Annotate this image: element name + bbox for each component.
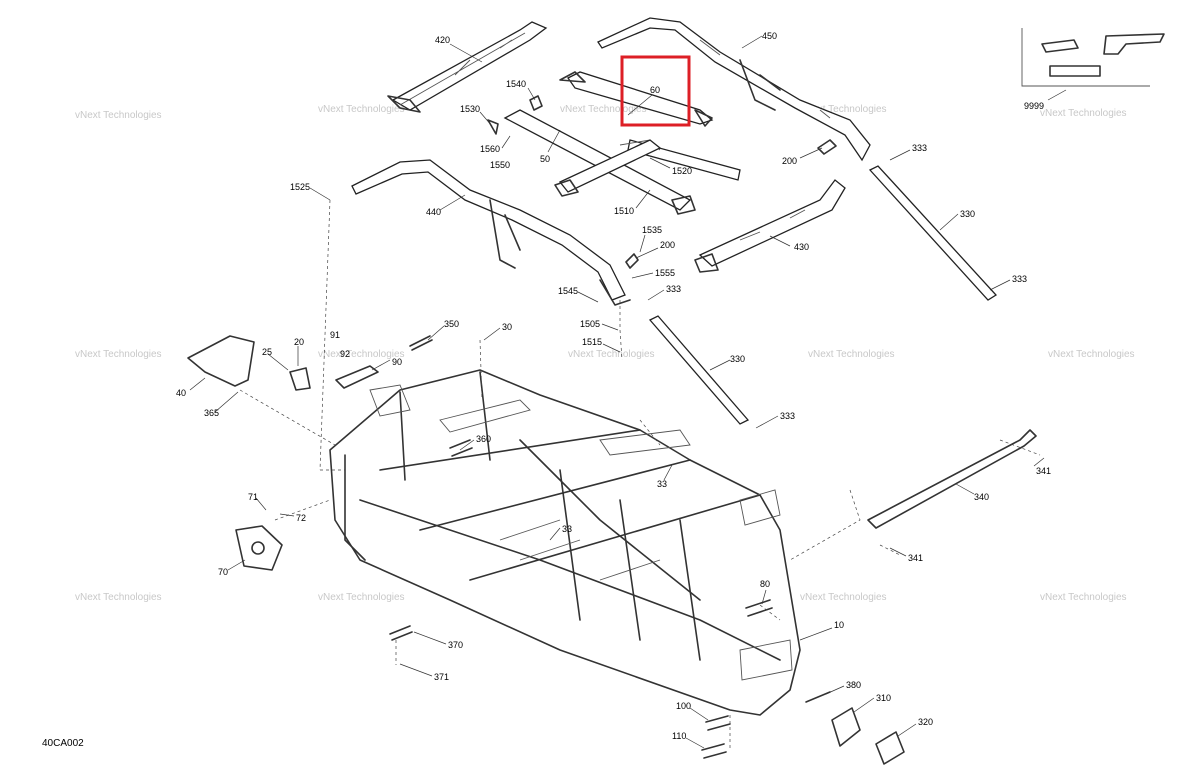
part-label-370[interactable]: 370 bbox=[448, 640, 463, 650]
part-label-450[interactable]: 450 bbox=[762, 31, 777, 41]
part-label-25[interactable]: 25 bbox=[262, 347, 272, 357]
watermark: vNext Technologies bbox=[318, 104, 405, 115]
watermark: vNext Technologies bbox=[1040, 108, 1127, 119]
part-label-333[interactable]: 333 bbox=[912, 143, 927, 153]
part-label-92[interactable]: 92 bbox=[340, 349, 350, 359]
small-parts bbox=[187, 95, 1037, 765]
watermark: vNext Technologies bbox=[1040, 592, 1127, 603]
leader-lines bbox=[189, 35, 1045, 749]
watermark: vNext Technologies bbox=[75, 349, 162, 360]
rollbar-440-drawing bbox=[351, 159, 631, 306]
part-label-70[interactable]: 70 bbox=[218, 567, 228, 577]
part-label-420[interactable]: 420 bbox=[435, 35, 450, 45]
part-labels: 420 450 60 1540 1530 1560 1550 50 1520 1… bbox=[176, 31, 1051, 741]
part-label-1555[interactable]: 1555 bbox=[655, 268, 675, 278]
watermarks: vNext Technologies vNext Technologies vN… bbox=[75, 104, 1135, 603]
watermark: vNext Technologies bbox=[560, 104, 647, 115]
part-label-1525[interactable]: 1525 bbox=[290, 182, 310, 192]
part-label-1560[interactable]: 1560 bbox=[480, 144, 500, 154]
part-label-430[interactable]: 430 bbox=[794, 242, 809, 252]
part-label-341[interactable]: 341 bbox=[908, 553, 923, 563]
part-60-highlight bbox=[620, 55, 691, 127]
watermark: vNext Technologies bbox=[568, 349, 655, 360]
watermark: vNext Technologies bbox=[75, 110, 162, 121]
part-label-71[interactable]: 71 bbox=[248, 492, 258, 502]
part-label-200[interactable]: 200 bbox=[782, 156, 797, 166]
watermark: vNext Technologies bbox=[318, 592, 405, 603]
part-label-1530[interactable]: 1530 bbox=[460, 104, 480, 114]
watermark: vNext Technologies bbox=[318, 349, 405, 360]
watermark: vNext Technologies bbox=[75, 592, 162, 603]
part-label-1535[interactable]: 1535 bbox=[642, 225, 662, 235]
part-label-40[interactable]: 40 bbox=[176, 388, 186, 398]
part-label-91[interactable]: 91 bbox=[330, 330, 340, 340]
watermark: vNext Technologies bbox=[800, 104, 887, 115]
part-label-333[interactable]: 333 bbox=[666, 284, 681, 294]
watermark: vNext Technologies bbox=[1048, 349, 1135, 360]
rollbar-450-drawing bbox=[597, 17, 871, 162]
part-label-60[interactable]: 60 bbox=[650, 85, 660, 95]
part-label-10[interactable]: 10 bbox=[834, 620, 844, 630]
part-label-360[interactable]: 360 bbox=[476, 434, 491, 444]
part-label-1510[interactable]: 1510 bbox=[614, 206, 634, 216]
part-label-33[interactable]: 33 bbox=[562, 524, 572, 534]
part-art bbox=[187, 17, 1037, 765]
part-label-341[interactable]: 341 bbox=[1036, 466, 1051, 476]
crossbar-420-drawing bbox=[387, 21, 548, 113]
part-label-20[interactable]: 20 bbox=[294, 337, 304, 347]
part-label-333[interactable]: 333 bbox=[780, 411, 795, 421]
part-label-33[interactable]: 33 bbox=[657, 479, 667, 489]
reference-box-9999 bbox=[1021, 28, 1165, 101]
part-label-80[interactable]: 80 bbox=[760, 579, 770, 589]
part-label-320[interactable]: 320 bbox=[918, 717, 933, 727]
part-label-330[interactable]: 330 bbox=[960, 209, 975, 219]
part-label-1515[interactable]: 1515 bbox=[582, 337, 602, 347]
part-label-9999[interactable]: 9999 bbox=[1024, 101, 1044, 111]
diagram-code: 40CA002 bbox=[42, 738, 84, 749]
part-label-1505[interactable]: 1505 bbox=[580, 319, 600, 329]
strut-330-drawings bbox=[648, 165, 998, 425]
part-label-330[interactable]: 330 bbox=[730, 354, 745, 364]
part-label-90[interactable]: 90 bbox=[392, 357, 402, 367]
part-label-1520[interactable]: 1520 bbox=[672, 166, 692, 176]
part-label-30[interactable]: 30 bbox=[502, 322, 512, 332]
watermark: vNext Technologies bbox=[800, 592, 887, 603]
part-label-440[interactable]: 440 bbox=[426, 207, 441, 217]
part-label-1545[interactable]: 1545 bbox=[558, 286, 578, 296]
part-label-333[interactable]: 333 bbox=[1012, 274, 1027, 284]
part-label-72[interactable]: 72 bbox=[296, 513, 306, 523]
assembly-lines bbox=[239, 199, 1041, 750]
chassis-frame-10-drawing bbox=[329, 369, 801, 716]
part-label-371[interactable]: 371 bbox=[434, 672, 449, 682]
crossbar-430-drawing bbox=[694, 179, 846, 273]
part-label-380[interactable]: 380 bbox=[846, 680, 861, 690]
part-label-200[interactable]: 200 bbox=[660, 240, 675, 250]
part-label-100[interactable]: 100 bbox=[676, 701, 691, 711]
watermark: vNext Technologies bbox=[808, 349, 895, 360]
part-label-110[interactable]: 110 bbox=[672, 731, 686, 741]
part-label-1540[interactable]: 1540 bbox=[506, 79, 526, 89]
part-label-365[interactable]: 365 bbox=[204, 408, 219, 418]
part-label-1550[interactable]: 1550 bbox=[490, 160, 510, 170]
part-label-50[interactable]: 50 bbox=[540, 154, 550, 164]
crossbar-50-drawing bbox=[503, 109, 696, 215]
part-label-350[interactable]: 350 bbox=[444, 319, 459, 329]
part-label-340[interactable]: 340 bbox=[974, 492, 989, 502]
part-label-310[interactable]: 310 bbox=[876, 693, 891, 703]
